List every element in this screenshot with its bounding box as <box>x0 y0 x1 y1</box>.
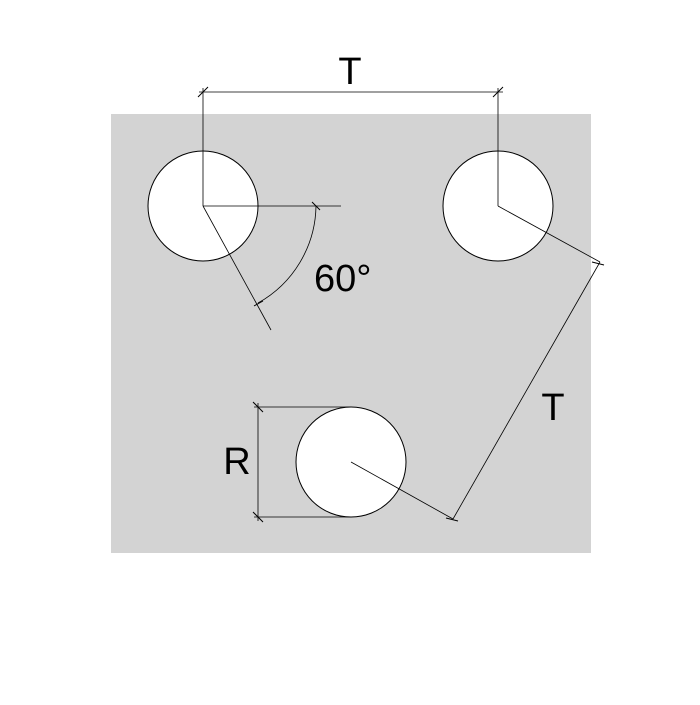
diagonal-dimension-label: T <box>541 387 564 429</box>
radius-label: R <box>223 441 250 483</box>
radius-dimension <box>252 401 351 523</box>
angle-annotation <box>202 201 341 331</box>
angle-label: 60° <box>314 258 371 300</box>
top-dimension-label: T <box>338 51 361 93</box>
top-dimension <box>197 86 504 206</box>
diagonal-dimension <box>350 205 605 522</box>
